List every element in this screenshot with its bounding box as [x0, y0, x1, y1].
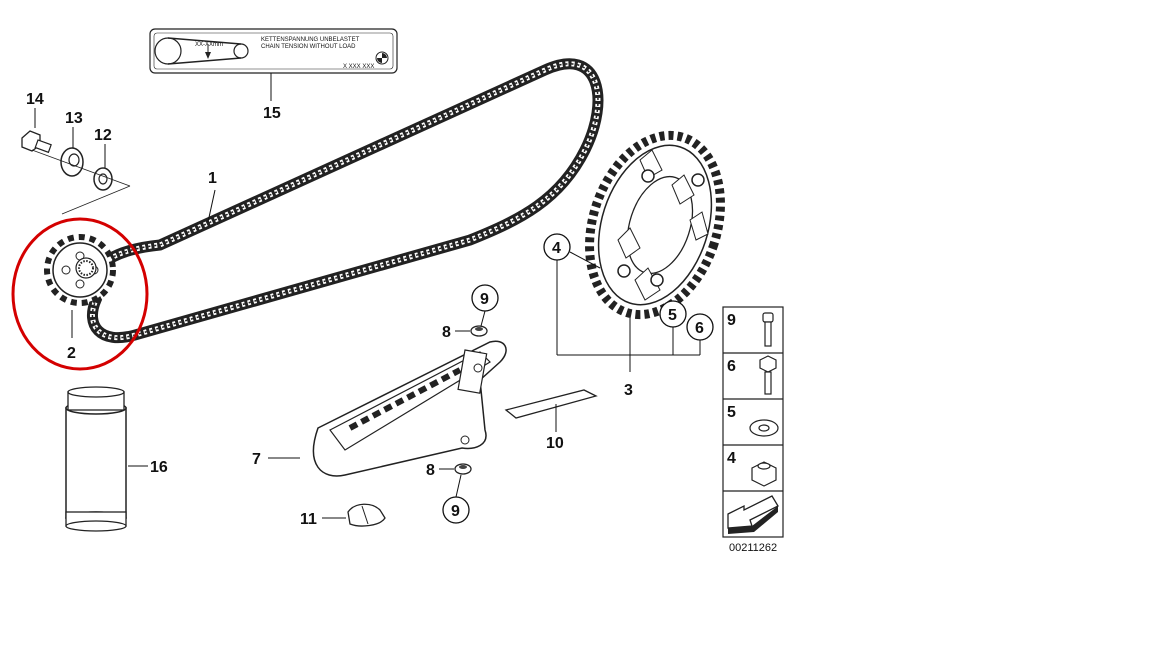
washer-12: [93, 167, 113, 191]
assembly-axis-line: [31, 149, 131, 187]
legend-row-6: 6: [727, 358, 736, 375]
callout-16: 16: [150, 459, 168, 476]
hex-bolt-icon: [759, 355, 777, 395]
legend-row-9: 9: [727, 312, 736, 329]
callout-2: 2: [67, 345, 76, 362]
callout-3: 3: [624, 382, 633, 399]
socket-bolt-icon: [762, 312, 774, 347]
label-text-en: CHAIN TENSION WITHOUT LOAD: [261, 44, 356, 50]
callout-circle-4: 4: [543, 233, 571, 261]
bmw-logo-icon: [375, 51, 389, 65]
callout-circle-5: 5: [659, 300, 687, 328]
leader-9-upper: [480, 310, 486, 327]
washer-13: [60, 147, 84, 177]
label-measure: XX-XXmm: [195, 42, 223, 48]
callout-5: 5: [668, 307, 677, 324]
chain-guide: [312, 340, 507, 477]
callout-15: 15: [263, 105, 281, 122]
callout-circle-9-upper: 9: [471, 284, 499, 312]
rubber-strip-10: [504, 389, 598, 419]
chain-diagram-icon: [154, 37, 249, 65]
clip-11: [347, 503, 386, 527]
chain-spray-can: [65, 386, 127, 532]
legend-row-5: 5: [727, 404, 736, 421]
label-partno: X XXX XXX: [343, 64, 374, 70]
front-sprocket: [44, 234, 116, 306]
assembly-axis-line-2: [61, 185, 131, 215]
callout-11: 11: [300, 511, 317, 528]
leader-9-lower: [455, 474, 462, 498]
callout-6: 6: [695, 320, 704, 337]
highlight-circle: [11, 217, 149, 371]
callout-12: 12: [94, 127, 112, 144]
callout-8-lower: 8: [426, 462, 435, 479]
leader-1: [207, 189, 216, 223]
callout-circle-6: 6: [686, 313, 714, 341]
callout-8-upper: 8: [442, 324, 451, 341]
callout-10: 10: [546, 435, 564, 452]
hardware-legend: 9 6 5 4: [722, 306, 784, 538]
bushing-8-lower: [454, 463, 472, 475]
diagram-code: 00211262: [729, 542, 777, 554]
callout-14: 14: [26, 91, 44, 108]
leader-4-arrow: [569, 251, 601, 269]
bolt-14: [21, 130, 52, 154]
callout-9-lower: 9: [451, 503, 460, 520]
bushing-8-upper: [470, 325, 488, 337]
chain-tension-label: XX-XXmm KETTENSPANNUNG UNBELASTET CHAIN …: [149, 28, 398, 74]
callout-13: 13: [65, 110, 83, 127]
legend-row-4: 4: [727, 450, 736, 467]
flat-washer-icon: [749, 419, 779, 437]
callout-1: 1: [208, 170, 217, 187]
direction-arrow-icon: [727, 495, 779, 534]
label-text-de: KETTENSPANNUNG UNBELASTET: [261, 37, 360, 43]
rear-sprocket: [585, 130, 725, 320]
callout-9-upper: 9: [480, 291, 489, 308]
callout-4: 4: [552, 240, 561, 257]
callout-circle-9-lower: 9: [442, 496, 470, 524]
hex-nut-icon: [751, 461, 777, 487]
callout-7: 7: [252, 451, 261, 468]
drive-chain: [86, 58, 604, 344]
